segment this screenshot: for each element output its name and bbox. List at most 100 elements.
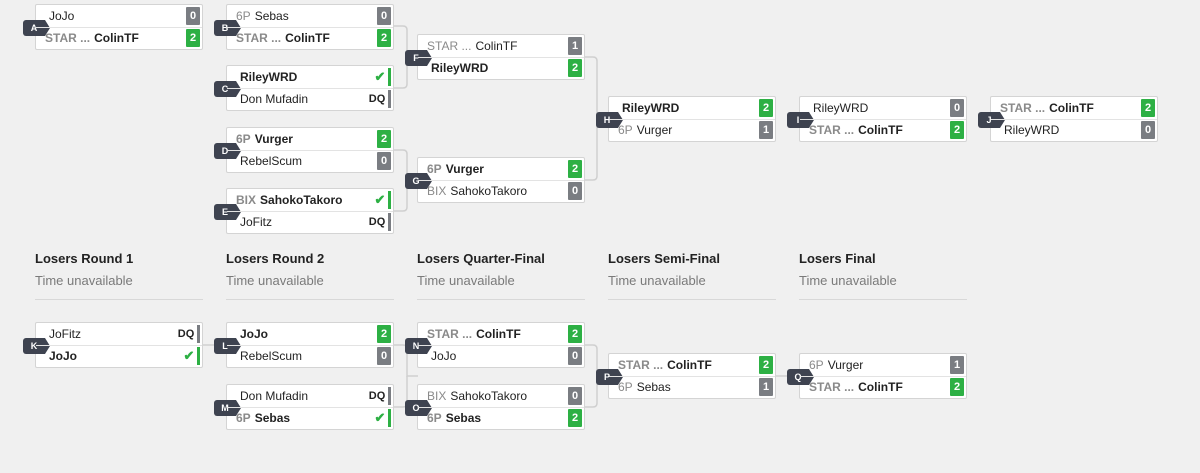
round-time: Time unavailable bbox=[608, 273, 706, 288]
player-row[interactable]: STAR ...ColinTF 2 bbox=[800, 119, 966, 141]
check-icon: ✔ bbox=[374, 69, 386, 84]
check-icon: ✔ bbox=[183, 348, 195, 363]
round-divider bbox=[35, 299, 203, 300]
round-title: Losers Final bbox=[799, 251, 876, 266]
score-badge: 2 bbox=[950, 121, 964, 139]
status-bar bbox=[388, 191, 391, 209]
player-row[interactable]: RileyWRD ✔ bbox=[227, 66, 393, 89]
player-name: RileyWRD bbox=[1004, 123, 1060, 137]
score-badge: 1 bbox=[759, 378, 773, 396]
score-badge: 0 bbox=[1141, 121, 1155, 139]
round-title: Losers Round 2 bbox=[226, 251, 325, 266]
round-header: Losers Final Time unavailable bbox=[799, 251, 967, 300]
match-label: J bbox=[978, 112, 1005, 128]
player-name: STAR ...ColinTF bbox=[809, 380, 903, 394]
match-label: I bbox=[787, 112, 814, 128]
player-name: JoFitz bbox=[49, 327, 82, 341]
status-bar bbox=[197, 325, 200, 343]
player-name: RileyWRD bbox=[622, 101, 680, 115]
match-label: C bbox=[214, 81, 241, 97]
score-badge: 1 bbox=[950, 356, 964, 374]
player-row[interactable]: RileyWRD 0 bbox=[991, 119, 1157, 141]
match-label: M bbox=[214, 400, 241, 416]
round-time: Time unavailable bbox=[417, 273, 515, 288]
match-label: K bbox=[23, 338, 50, 354]
player-name: STAR ...ColinTF bbox=[427, 327, 521, 341]
score-badge: 2 bbox=[568, 160, 582, 178]
player-name: JoJo bbox=[240, 327, 269, 341]
round-header: Losers Semi-Final Time unavailable bbox=[608, 251, 776, 300]
player-name: RileyWRD bbox=[240, 70, 298, 84]
score-badge: 0 bbox=[950, 99, 964, 117]
player-row[interactable]: JoJo✔ bbox=[36, 345, 202, 367]
score-badge: 0 bbox=[568, 387, 582, 405]
match-label: Q bbox=[787, 369, 814, 385]
player-name: STAR ...ColinTF bbox=[809, 123, 903, 137]
player-row[interactable]: JoFitz DQ bbox=[36, 323, 202, 346]
round-title: Losers Round 1 bbox=[35, 251, 134, 266]
match-label: E bbox=[214, 204, 241, 220]
match-K[interactable]: K JoFitz DQ JoJo✔ bbox=[23, 322, 203, 368]
player-name: JoFitz bbox=[240, 215, 273, 229]
round-time: Time unavailable bbox=[799, 273, 897, 288]
player-name: JoJo bbox=[431, 349, 457, 363]
match-label: O bbox=[405, 400, 432, 416]
round-divider bbox=[226, 299, 394, 300]
score-badge: 1 bbox=[759, 121, 773, 139]
status-bar bbox=[388, 213, 391, 231]
status-bar bbox=[388, 68, 391, 86]
dq-badge: DQ bbox=[177, 328, 195, 340]
